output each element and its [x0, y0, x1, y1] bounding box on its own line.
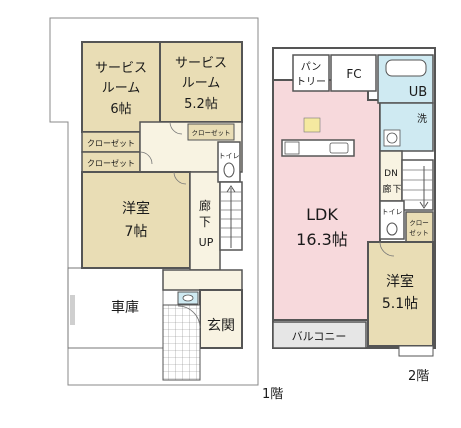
entrance-label: 玄関: [207, 317, 235, 334]
wash-label: 洗: [417, 113, 427, 125]
door-swing: [173, 171, 187, 185]
pantry-label-2: トリー: [296, 77, 326, 88]
service-room-a-label-2: ルーム: [102, 81, 141, 96]
service-room-a: [81, 41, 161, 133]
stairs-up-label: UP: [199, 236, 214, 249]
hallway-1f-label-2: 下: [199, 215, 211, 229]
hallway-lower: [162, 269, 243, 291]
toilet-bowl-icon: [386, 222, 398, 236]
garage-pillar: [70, 295, 75, 325]
closet-a-label: クローゼット: [87, 138, 135, 148]
western-room-5: [367, 241, 434, 347]
closet-2f-label-2: ゼット: [409, 228, 429, 237]
hallway-1f-label-1: 廊: [199, 198, 211, 213]
toilet-1f-label: トイレ: [219, 152, 240, 160]
fridge-icon: [303, 117, 321, 133]
stairs-up: [219, 181, 243, 251]
ldk-room: [272, 79, 381, 321]
pantry-label-1: パン: [301, 61, 322, 73]
hallway-2f-label-1: 廊: [382, 183, 391, 195]
stairs-down: [401, 159, 434, 211]
stove-icon: [284, 141, 300, 155]
floor-2-caption: 2階: [408, 369, 429, 384]
western-room-7: [81, 171, 191, 269]
service-room-b-label-3: 5.2帖: [184, 97, 218, 112]
pantry-room: [292, 54, 330, 92]
floor-1: サービス ルーム 6帖 サービス ルーム 5.2帖 クローゼット クローゼット …: [49, 17, 283, 402]
garage-area: [67, 267, 164, 349]
washing-machine-icon: [383, 129, 401, 147]
floor-2: パン トリー FC UB 洗 LDK 16.3帖 DN 廊 下 トイレ クロー …: [272, 47, 436, 384]
closet-c: [187, 123, 235, 141]
western-room-7-label-1: 洋室: [122, 200, 150, 217]
washing-machine-drum-icon: [386, 132, 398, 144]
closet-b-label: クローゼット: [87, 158, 135, 168]
entrance-porch: [162, 304, 201, 381]
garage-label: 車庫: [111, 299, 139, 316]
closet-2f: [405, 211, 434, 243]
service-room-a-label-3: 6帖: [110, 102, 131, 117]
floor-1-caption: 1階: [262, 387, 283, 402]
western-room-5-label-2: 5.1帖: [382, 296, 418, 312]
closet-c-label: クローゼット: [192, 128, 231, 137]
hallway-2f-label-2: 下: [392, 185, 401, 195]
fc-label: FC: [346, 67, 361, 81]
ldk-label-1: LDK: [306, 205, 338, 224]
balcony-label: バルコニー: [292, 330, 347, 343]
western-room-7-label-2: 7帖: [125, 224, 148, 240]
stairs-dn-label: DN: [384, 169, 398, 179]
toilet-2f-label: トイレ: [382, 208, 403, 216]
door-swing: [139, 151, 153, 165]
sink-icon: [329, 142, 349, 154]
window-bay: [398, 345, 434, 357]
bathtub-icon: [385, 59, 427, 77]
entrance-room: [199, 289, 243, 349]
toilet-bowl-icon: [223, 162, 235, 178]
western-room-5-label-1: 洋室: [386, 273, 414, 290]
door-swing: [169, 121, 183, 135]
door-swing: [379, 241, 395, 257]
closet-2f-label-1: クロー: [409, 219, 429, 227]
ub-label: UB: [409, 85, 427, 100]
service-room-b-label-1: サービス: [175, 56, 227, 71]
site-boundary: [49, 17, 259, 386]
service-room-a-label-1: サービス: [95, 61, 147, 76]
hallway-vertical: [189, 171, 221, 271]
fc-room: [330, 54, 377, 92]
ldk-label-2: 16.3帖: [296, 230, 348, 249]
sink-icon: [182, 294, 194, 302]
service-room-b-label-2: ルーム: [182, 76, 221, 91]
balcony: [272, 321, 367, 349]
entrance-door-swing: [177, 305, 201, 329]
